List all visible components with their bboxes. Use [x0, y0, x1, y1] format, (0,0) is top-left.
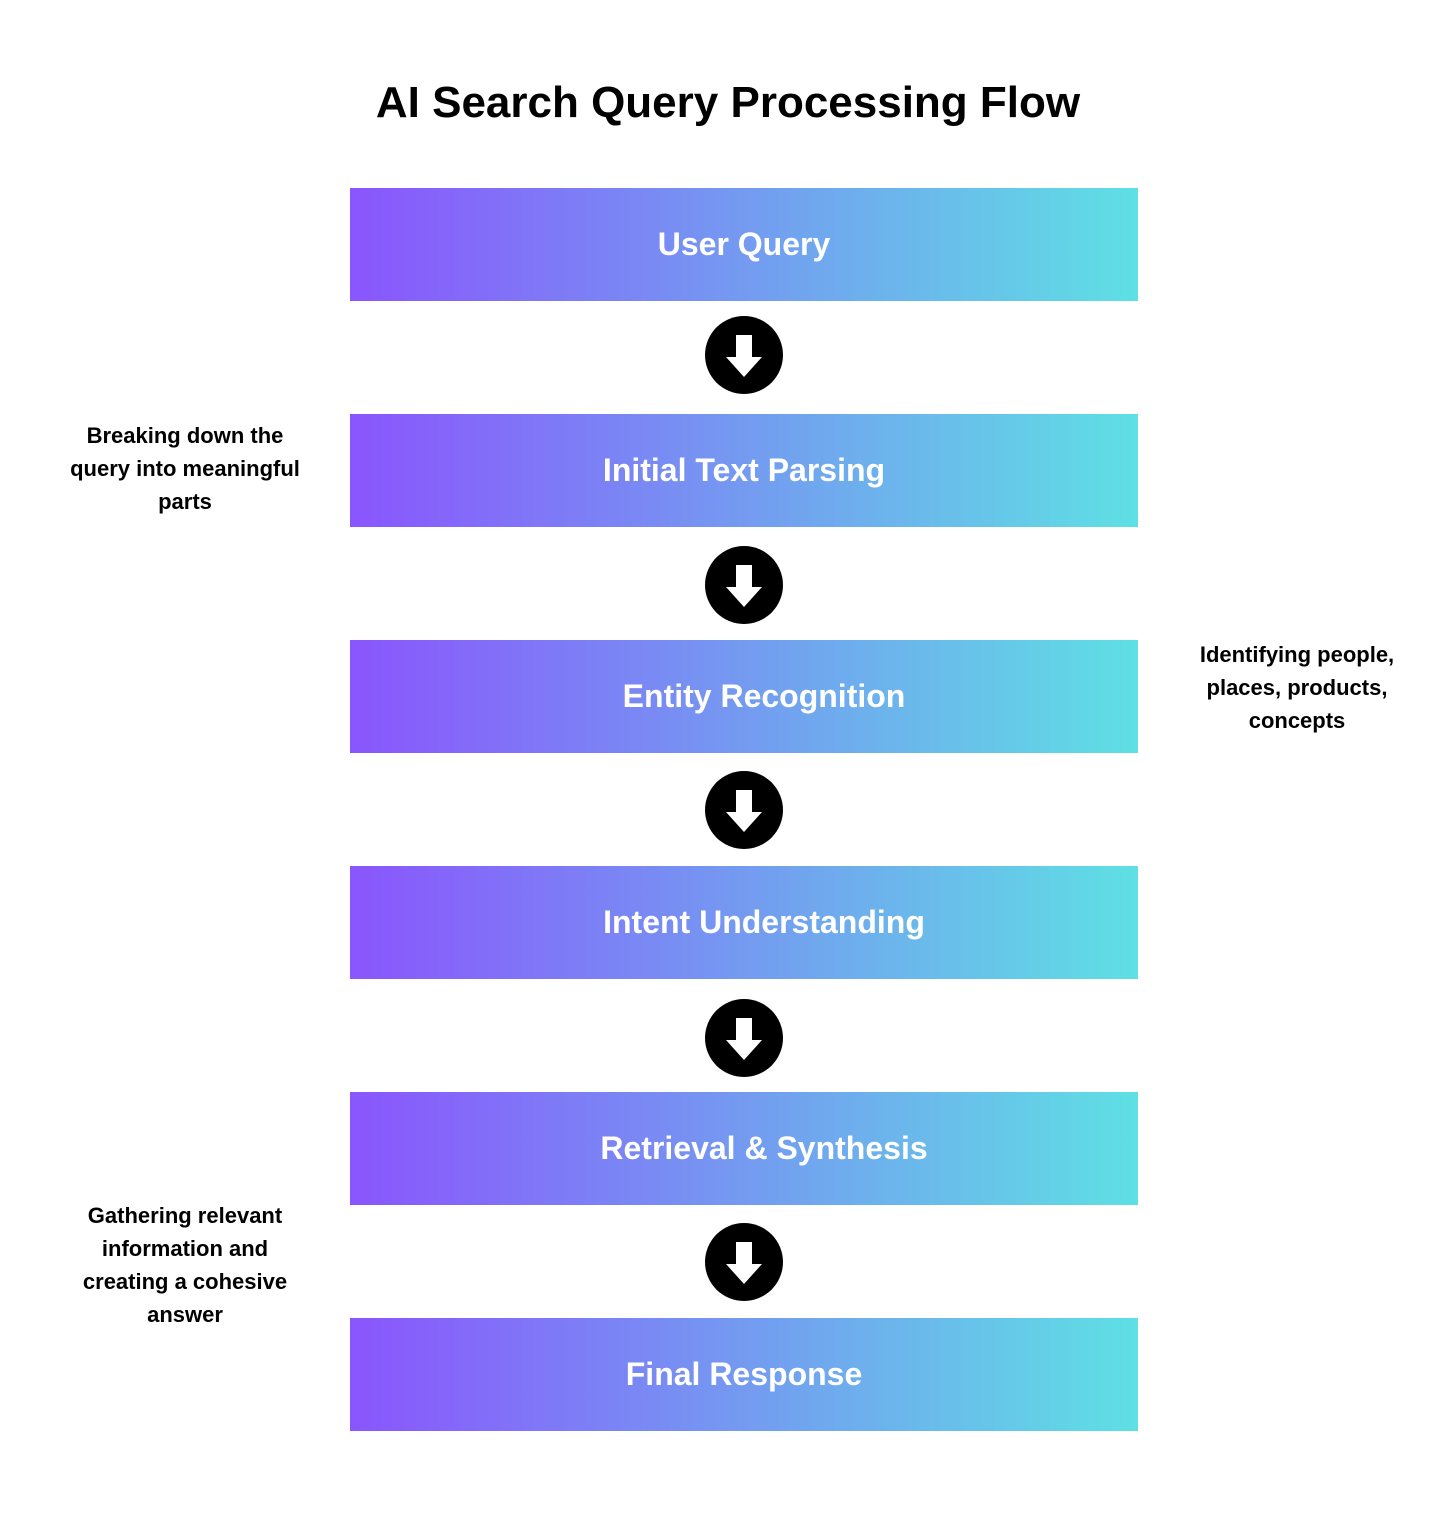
annotation-line: answer [147, 1302, 223, 1327]
annotation-line: Gathering relevant [87, 1203, 283, 1228]
diagram-title: AI Search Query Processing Flow [375, 78, 1081, 127]
annotation-line: concepts [1248, 708, 1346, 733]
step-label: Initial Text Parsing [602, 452, 886, 488]
step-initial-text-parsing: Initial Text Parsing [350, 414, 1138, 527]
annotation-text-parsing: Breaking down the query into meaningful … [40, 419, 330, 518]
annotation-line: Breaking down the [86, 423, 284, 448]
annotation-line: Identifying people, [1199, 642, 1395, 667]
arrow-down-circle-icon [704, 315, 784, 395]
annotation-retrieval-synthesis: Gathering relevant information and creat… [40, 1199, 330, 1331]
step-label: Retrieval & Synthesis [600, 1130, 928, 1166]
step-label: User Query [657, 226, 831, 262]
step-user-query: User Query [350, 188, 1138, 301]
annotation-line: query into meaningful [70, 456, 300, 481]
annotation-line: places, products, [1206, 675, 1388, 700]
annotation-line: creating a cohesive [82, 1269, 288, 1294]
annotation-line: information and [101, 1236, 269, 1261]
arrow-down-circle-icon [704, 998, 784, 1078]
step-label: Entity Recognition [622, 678, 906, 714]
arrow-down-circle-icon [704, 545, 784, 625]
annotation-line: parts [158, 489, 212, 514]
step-intent-understanding: Intent Understanding [350, 866, 1138, 979]
step-entity-recognition: Entity Recognition [350, 640, 1138, 753]
arrow-down-circle-icon [704, 1222, 784, 1302]
step-final-response: Final Response [350, 1318, 1138, 1431]
arrow-down-circle-icon [704, 770, 784, 850]
step-label: Final Response [625, 1356, 863, 1392]
annotation-entity-recognition: Identifying people, places, products, co… [1162, 638, 1432, 737]
step-label: Intent Understanding [603, 904, 925, 940]
step-retrieval-synthesis: Retrieval & Synthesis [350, 1092, 1138, 1205]
